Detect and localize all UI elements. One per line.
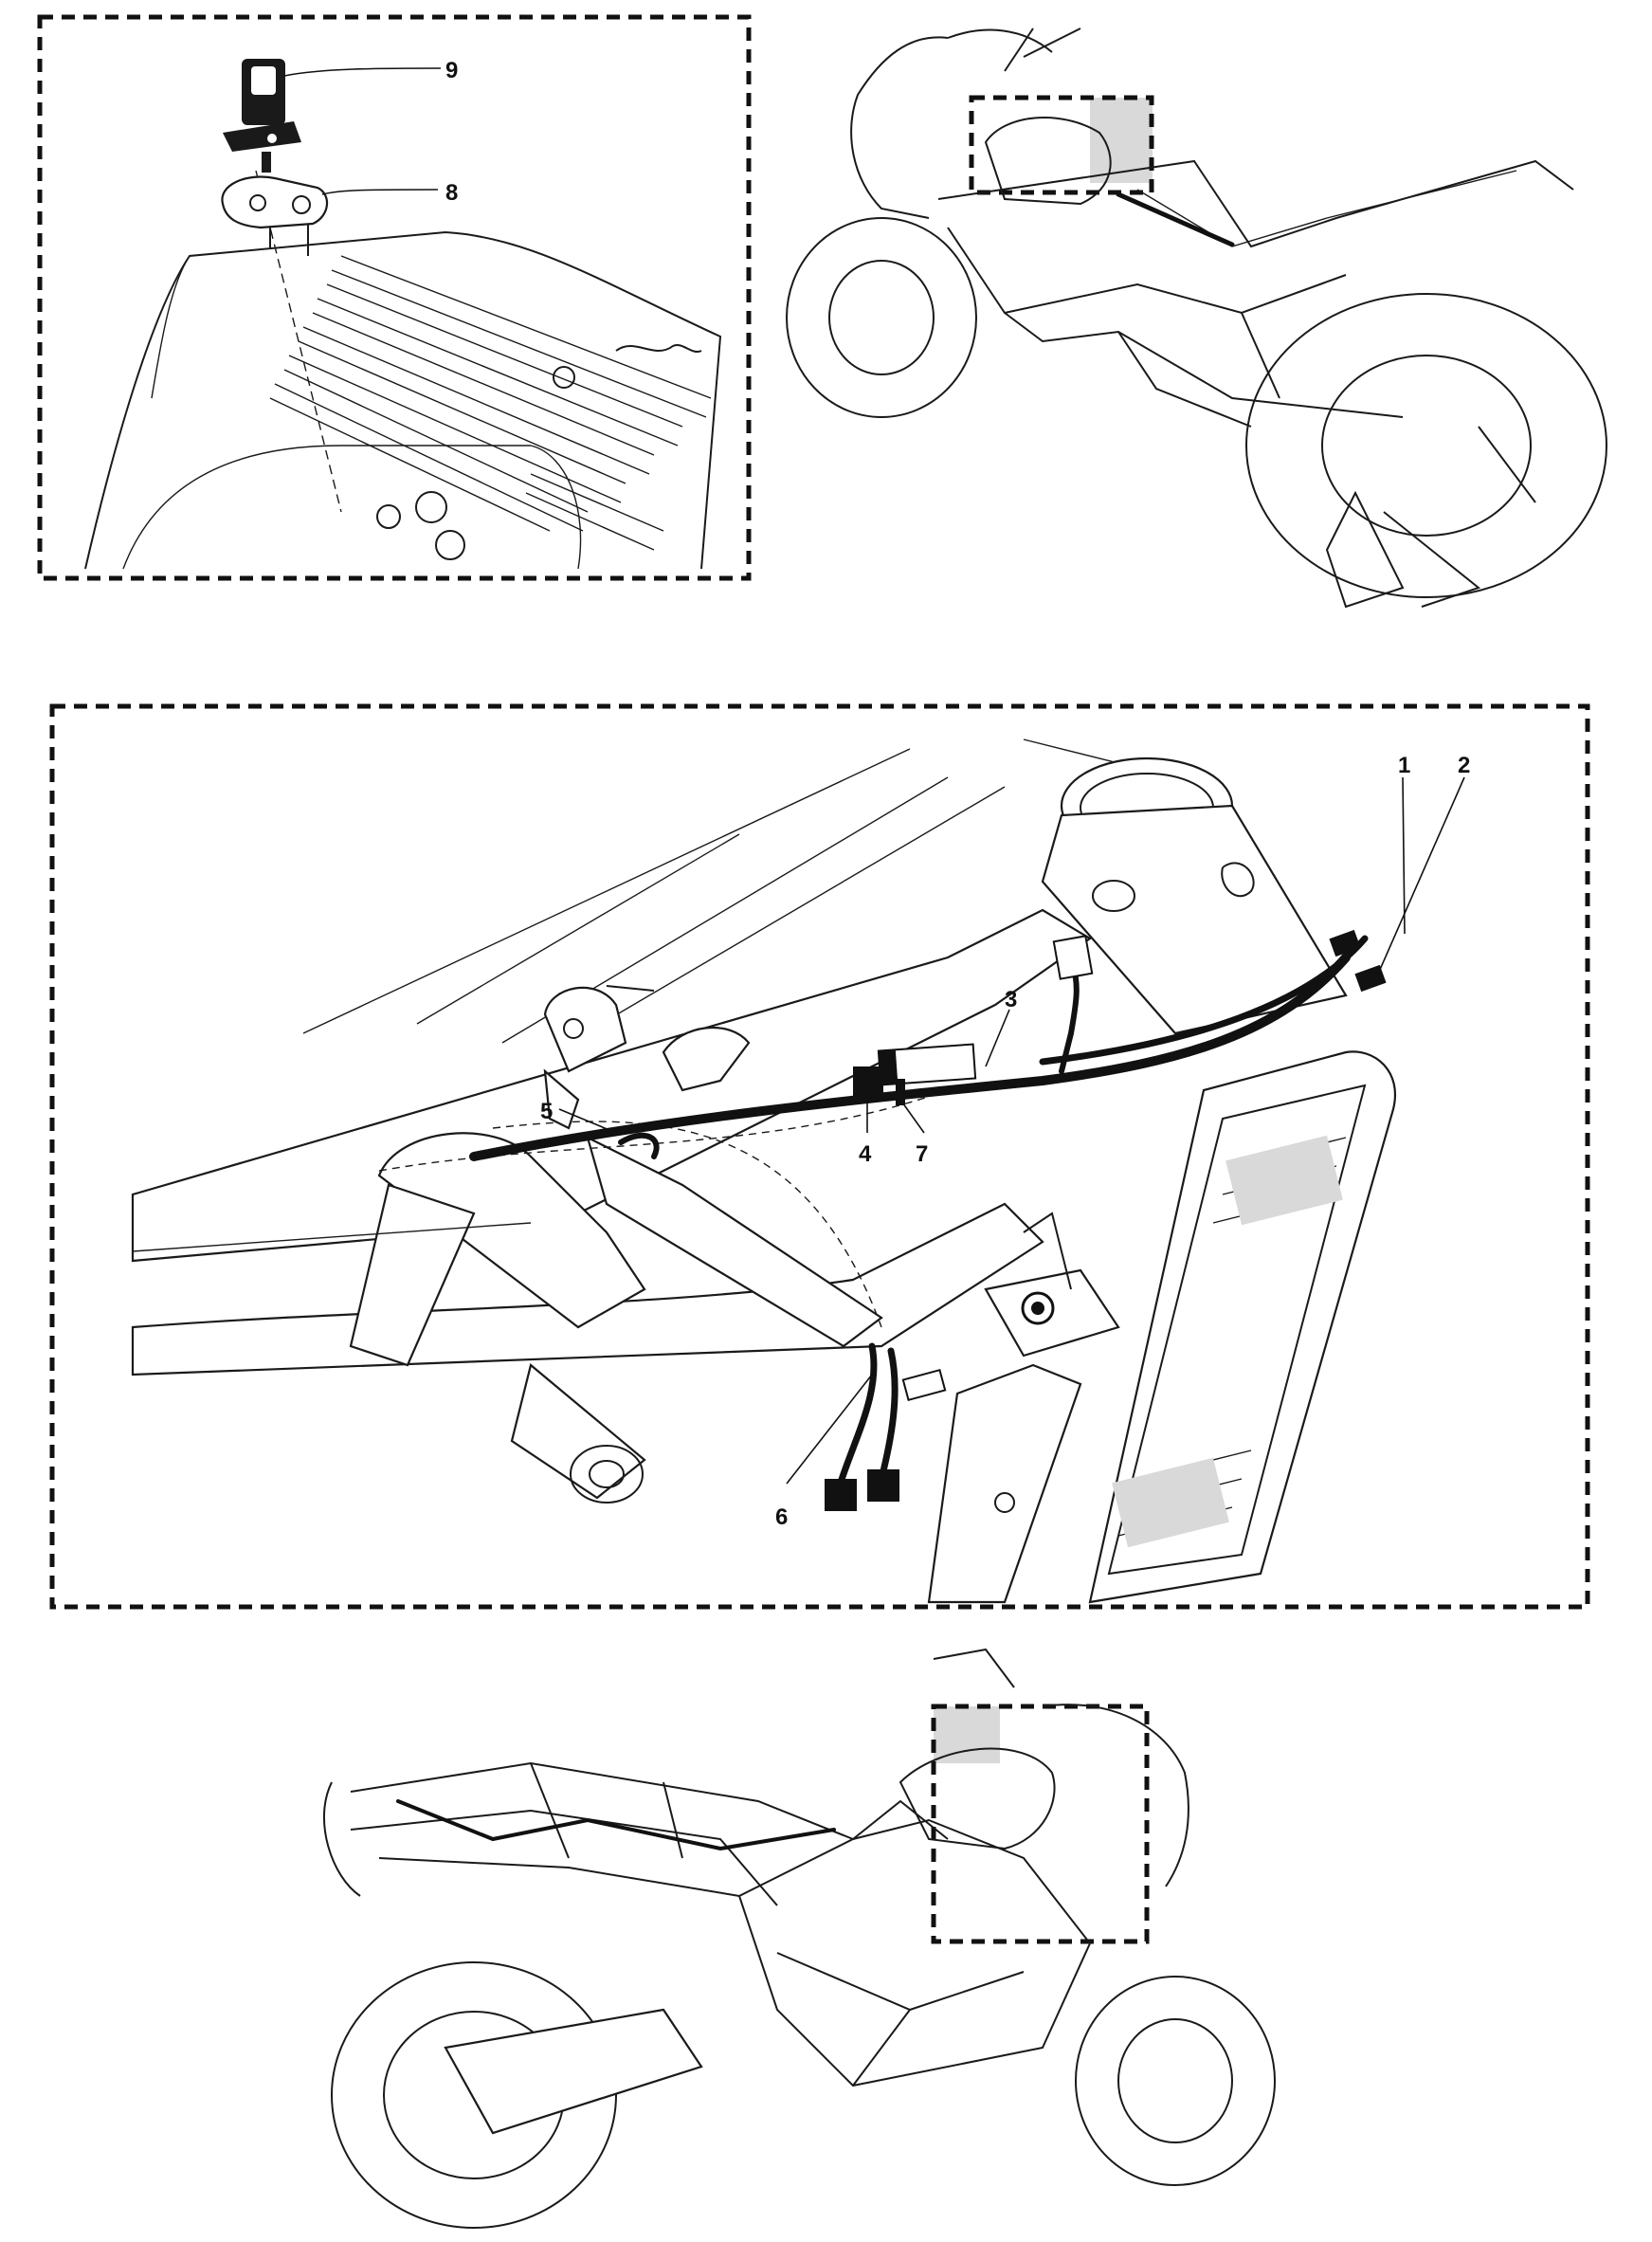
leader-9: [283, 67, 442, 77]
leader-8: [321, 189, 439, 195]
callout-8: 8: [445, 180, 458, 206]
leader-5: [558, 1108, 617, 1134]
pressure-sensor: [223, 59, 301, 173]
steering-head: [1041, 756, 1348, 1035]
locator-box-bottom: [931, 1704, 1150, 1944]
tie-5: [618, 1132, 660, 1159]
front-fairing-bottom: [1042, 1704, 1189, 1887]
logo-emblem-head: [1221, 862, 1255, 898]
callout-2: 2: [1458, 753, 1470, 778]
radiator: [1088, 1050, 1396, 1604]
harness-lower: [835, 1342, 878, 1492]
frame-top-rail: [937, 159, 1574, 248]
callout-4: 4: [859, 1141, 872, 1167]
rear-wheel: [1245, 293, 1607, 598]
leader-6: [786, 1374, 873, 1485]
callout-9: 9: [445, 58, 458, 83]
paddock-stand: [1325, 490, 1481, 609]
callout-7: 7: [916, 1141, 928, 1167]
overview-bike-top: [786, 27, 1607, 609]
leader-7: [899, 1099, 925, 1134]
front-fairing: [850, 36, 949, 219]
front-wheel: [786, 217, 977, 418]
leader-1: [1402, 776, 1406, 935]
rear-wheel-bottom: [331, 1961, 617, 2229]
wiring-harness: [469, 929, 1387, 1511]
airbox-ribs: [269, 255, 712, 551]
exhaust: [444, 2008, 703, 2135]
gasket-plate: [221, 175, 328, 229]
locator-box-top: [969, 95, 1154, 195]
harness-branch: [1039, 935, 1369, 1066]
callout-5: 5: [540, 1099, 553, 1124]
callout-3: 3: [1005, 987, 1017, 1012]
leader-3: [985, 1009, 1010, 1067]
connector-1: [1329, 929, 1361, 957]
callout-6: 6: [775, 1504, 788, 1530]
front-fork: [927, 1212, 1120, 1604]
leader-2: [1378, 776, 1465, 973]
clamp-4: [853, 1066, 883, 1097]
connector-2: [1354, 964, 1387, 993]
detail-frame-top-left: [37, 14, 752, 581]
tie-7: [896, 1079, 905, 1105]
callout-1: 1: [1398, 753, 1410, 778]
detail-panel-sensor: 9 8: [37, 14, 752, 581]
harness-main: [469, 953, 1351, 1161]
detail-panel-main: 1 2 3 4 5 6 7: [49, 703, 1590, 1610]
logo-emblem: [615, 343, 702, 354]
airbox-outline: [84, 230, 722, 570]
detail-frame-main: [49, 703, 1590, 1610]
frame-beams: [131, 908, 1093, 1504]
front-wheel-bottom: [1075, 1976, 1276, 2186]
overview-bike-bottom: [323, 1648, 1276, 2229]
